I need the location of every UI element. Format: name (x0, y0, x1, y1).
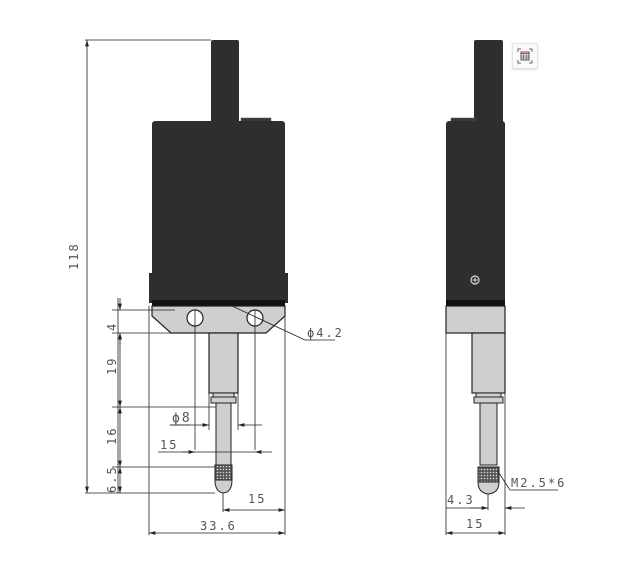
main-body (152, 121, 285, 304)
dim-16: 16 (105, 427, 119, 445)
dim-4-3: 4.3 (447, 493, 475, 507)
dim-15-side-width: 15 (466, 517, 484, 531)
dim-phi-4-2: ϕ4.2 (307, 326, 344, 340)
dim-19: 19 (105, 357, 119, 375)
side-spindle (471, 332, 506, 394)
knurled-tip (214, 464, 233, 481)
dim-33-6: 33.6 (200, 519, 237, 533)
side-knurled-tip (477, 466, 500, 483)
spindle (208, 332, 239, 394)
side-cable-shaft (474, 40, 503, 126)
side-view (445, 40, 506, 495)
fit-to-screen-icon (517, 48, 533, 64)
dim-118: 118 (67, 242, 81, 270)
dim-4: 4 (105, 322, 119, 331)
front-dimensions (85, 39, 335, 535)
fit-to-screen-button[interactable] (512, 43, 538, 69)
dim-6-5: 6.5 (105, 465, 119, 493)
side-dimension-labels: M2.5*6 4.3 15 (447, 476, 566, 531)
front-view (149, 40, 288, 494)
cable-shaft (211, 40, 239, 126)
dim-15-tip-offset: 15 (248, 492, 266, 506)
side-flange (445, 305, 506, 334)
side-dimensions (445, 306, 558, 535)
dim-15-hole-spacing: 15 (160, 438, 178, 452)
front-dimension-labels: 118 4 19 16 6.5 ϕ8 15 15 33.6 ϕ4.2 (67, 242, 344, 533)
dim-phi-8: ϕ8 (172, 411, 192, 426)
side-main-body (446, 121, 505, 304)
dim-m2-5x6: M2.5*6 (511, 476, 566, 490)
